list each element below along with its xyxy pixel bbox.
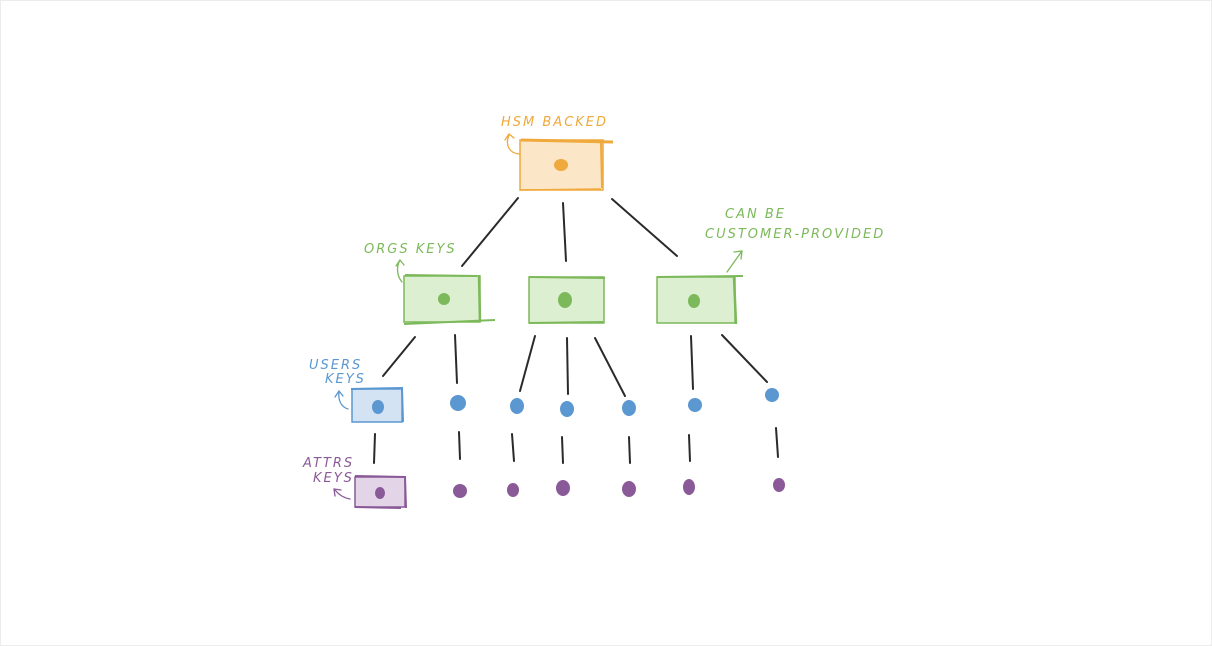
attr-node-box [354,475,407,509]
key-icon [438,293,450,305]
user-dots [450,388,779,417]
label-users-keys: KEYS [325,372,366,387]
edge-user5-attr5 [628,436,631,464]
key-icon [688,294,700,308]
key-icon [372,400,384,414]
user-node-box [350,387,404,423]
arrow-hsm [504,133,520,155]
user-key-dot [510,398,524,414]
label-orgs-keys: ORGS KEYS [364,242,457,257]
label-hsm-backed: HSM BACKED [501,115,608,130]
label-attrs: ATTRS [302,456,354,471]
hsm-root-node [519,138,614,191]
edge-user6-attr6 [688,434,691,462]
edge-root-org1 [461,197,519,267]
arrow-customer [726,250,743,273]
arrow-orgs [395,258,405,283]
user-key-dot [450,395,466,411]
attr-key-dot [507,483,519,497]
user-key-dot [560,401,574,417]
edge-org2-user3 [519,335,536,392]
edge-user1-attr1 [373,433,376,464]
attr-key-dot [556,480,570,496]
attr-key-dot [773,478,785,492]
edge-root-org3 [611,198,678,257]
edge-user2-attr2 [458,431,461,460]
label-customer-provided: CUSTOMER-PROVIDED [705,227,885,242]
user-key-dot [622,400,636,416]
arrow-users [334,389,349,410]
attr-dots [453,478,785,498]
key-icon [554,159,568,171]
edge-user3-attr3 [511,433,515,462]
attr-key-dot [683,479,695,495]
edge-org1-user1 [382,336,416,377]
org-node-1 [403,274,496,325]
attr-key-dot [453,484,467,498]
label-attrs-keys: KEYS [313,471,354,486]
edges [373,197,779,464]
edge-user4-attr4 [561,436,564,464]
label-can-be: CAN BE [725,207,786,222]
key-icon [375,487,385,499]
edge-org2-user4 [566,337,569,395]
annotation-arrows [333,133,743,500]
user-key-dot [688,398,702,412]
edge-user7-attr7 [775,427,779,458]
edge-org3-user6 [690,335,694,390]
org-node-3 [656,275,744,325]
edge-org3-user7 [721,334,768,383]
label-users: USERS [309,358,362,373]
attr-key-dot [622,481,636,497]
key-icon [558,292,572,308]
arrow-attrs [333,488,351,500]
edge-org2-user5 [594,337,626,397]
edge-org1-user2 [454,334,458,384]
edge-root-org2 [562,202,567,262]
org-node-2 [528,276,606,324]
user-key-dot [765,388,779,402]
